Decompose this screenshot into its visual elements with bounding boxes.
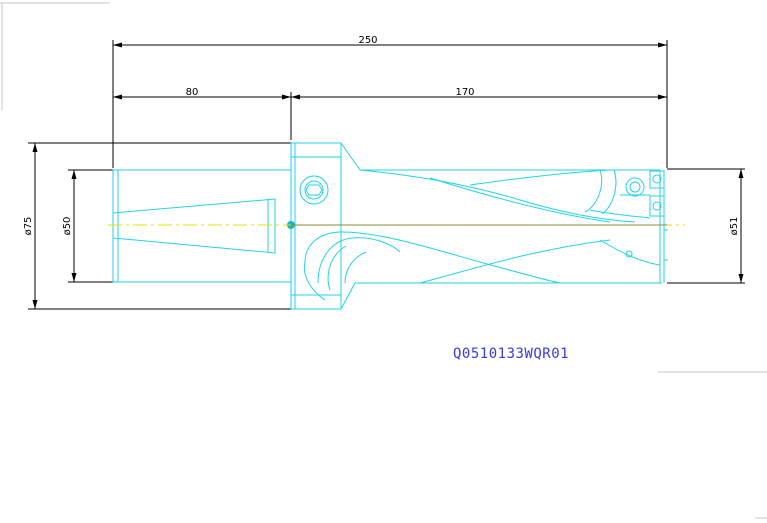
dimension-lines — [28, 40, 745, 310]
dim-shank-diameter: ø50 — [62, 217, 73, 236]
part-code-label: Q0510133WQR01 — [453, 346, 569, 362]
dim-body-length: 170 — [455, 87, 474, 98]
drill-body — [112, 142, 668, 310]
dim-overall-length: 250 — [358, 35, 377, 46]
dim-shank-length: 80 — [186, 87, 199, 98]
dim-drill-diameter: ø51 — [729, 217, 740, 236]
dim-flange-diameter: ø75 — [23, 217, 34, 236]
